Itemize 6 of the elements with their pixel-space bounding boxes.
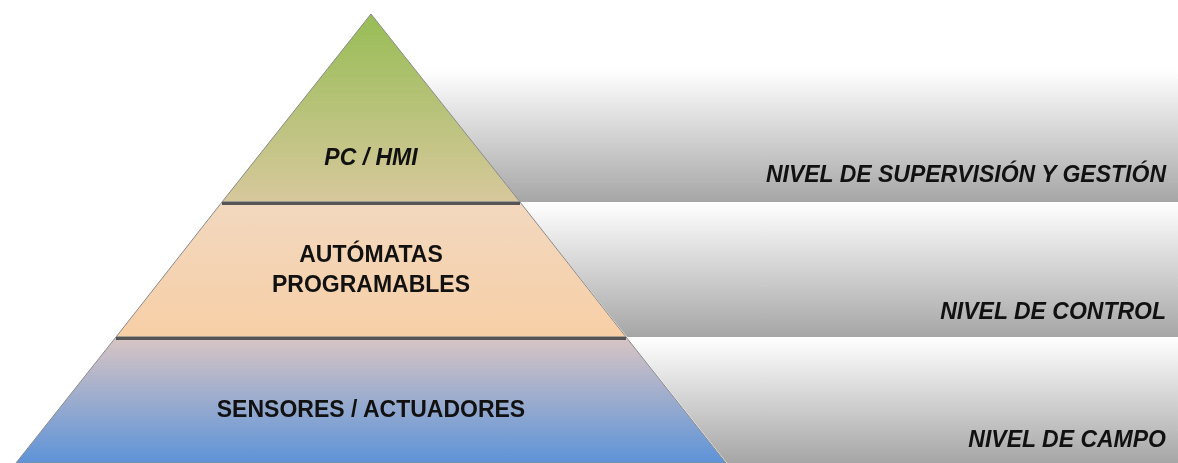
layer-label: SENSORES / ACTUADORES — [216, 395, 526, 425]
level-label: NIVEL DE SUPERVISIÓN Y GESTIÓN — [765, 160, 1166, 190]
level-label: NIVEL DE CAMPO — [968, 425, 1166, 455]
layer-label: AUTÓMATAS PROGRAMABLES — [270, 239, 472, 299]
level-label: NIVEL DE CONTROL — [940, 297, 1166, 327]
layer-label: PC / HMI — [324, 143, 418, 173]
